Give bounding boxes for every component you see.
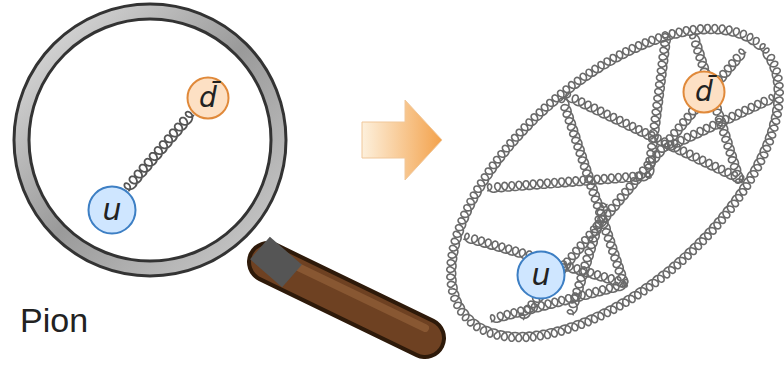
quark-circle: u <box>87 185 137 235</box>
gluon-coil <box>645 34 671 178</box>
circle-shape <box>89 187 136 234</box>
gluon-connector <box>124 112 193 191</box>
caption-label: Pion <box>20 302 88 339</box>
circle-shape <box>188 78 229 119</box>
gluon-coil <box>567 203 607 315</box>
zoom-arrow <box>362 100 442 180</box>
quark-label: u <box>102 195 121 225</box>
quark-circle: u <box>516 250 566 300</box>
quark-label: d̄ <box>695 78 713 106</box>
gluon-coil <box>447 24 784 341</box>
magnifier-lens <box>14 4 286 276</box>
circle-shape <box>518 252 565 299</box>
antiquark-circle: d̄ <box>186 76 230 120</box>
quark-label: u <box>531 260 550 290</box>
circle-shape <box>684 72 725 113</box>
quark-label: d̄ <box>199 84 217 112</box>
gluon-mesh <box>447 24 784 341</box>
gluon-coil <box>487 172 651 193</box>
magnifier-handle <box>260 248 425 338</box>
antiquark-circle: d̄ <box>682 70 726 114</box>
